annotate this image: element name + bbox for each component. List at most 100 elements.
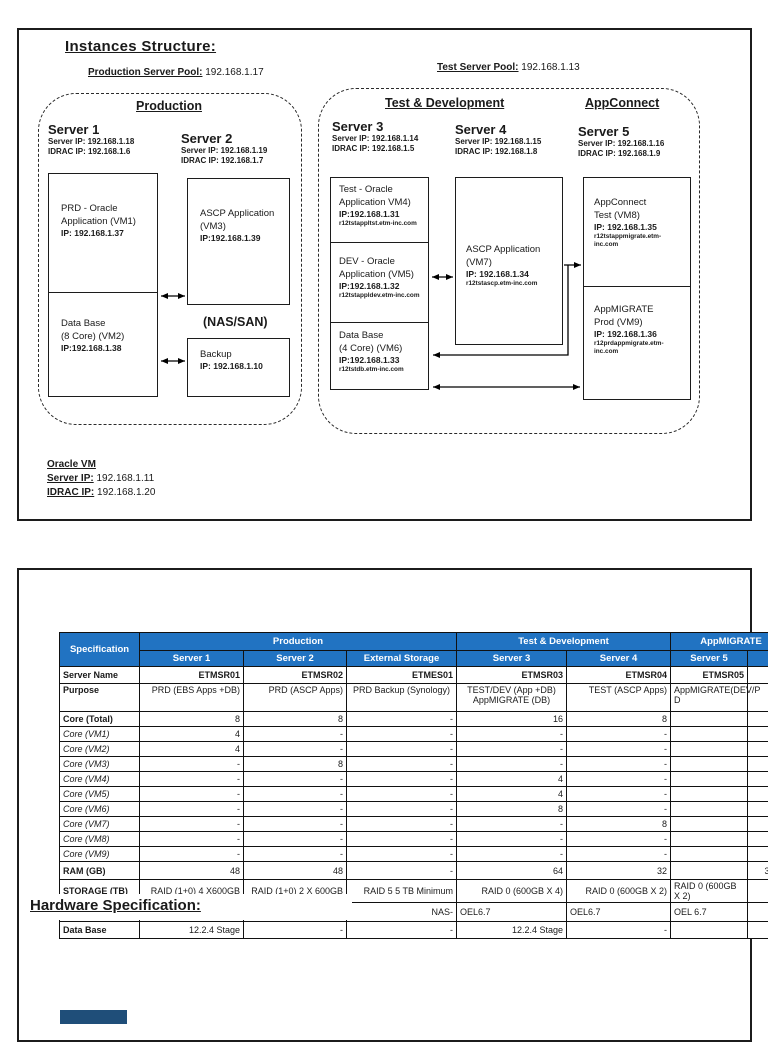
table-cell	[671, 832, 748, 847]
production-pool-ip: 192.168.1.17	[202, 67, 263, 78]
vm6-host: r12tstdb.etm-inc.com	[339, 366, 428, 374]
vm8-host: r12tstappmigrate.etm-inc.com	[594, 233, 674, 249]
testdev-zone-title: Test & Development	[385, 96, 504, 110]
table-cell	[671, 727, 748, 742]
table-cell	[671, 787, 748, 802]
table-cell: -	[140, 802, 244, 817]
table-cell: 64	[457, 862, 567, 880]
row-label-cell: Core (VM4)	[60, 772, 140, 787]
table-cell: -	[567, 802, 671, 817]
table-row: Core (VM4)---4-	[60, 772, 768, 787]
footer-accent-bar	[60, 1010, 127, 1024]
table-cell: 8	[457, 802, 567, 817]
server5-name: Server 5	[578, 124, 664, 139]
test-pool-line: Test Server Pool: 192.168.1.13	[437, 62, 580, 73]
table-row: Core (VM7)----8	[60, 817, 768, 832]
table-cell	[748, 832, 768, 847]
production-pool-line: Production Server Pool: 192.168.1.17	[88, 67, 264, 78]
row-label-cell: Core (VM9)	[60, 847, 140, 862]
table-cell	[671, 862, 748, 880]
table-cell: -	[244, 832, 347, 847]
group-header-cell: Test & Development	[457, 633, 671, 651]
column-header-cell: Server 5	[671, 651, 748, 667]
group-header-cell: AppMIGRATE	[671, 633, 768, 651]
server3-name: Server 3	[332, 119, 418, 134]
table-cell: 4	[457, 787, 567, 802]
hardware-spec-title: Hardware Specification:	[20, 894, 352, 920]
table-cell: TEST (ASCP Apps)	[567, 684, 671, 712]
appconnect-zone-title: AppConnect	[585, 96, 659, 110]
table-cell: -	[140, 847, 244, 862]
table-cell	[671, 802, 748, 817]
table-row: Core (VM8)-----	[60, 832, 768, 847]
vm1-line1: PRD - Oracle	[61, 202, 157, 215]
table-row: Core (VM5)---4-	[60, 787, 768, 802]
table-cell	[748, 772, 768, 787]
server2-name: Server 2	[181, 131, 267, 146]
table-cell: -	[244, 847, 347, 862]
table-cell	[671, 712, 748, 727]
table-cell	[748, 712, 768, 727]
table-cell: -	[347, 847, 457, 862]
vm6-ip: IP:192.168.1.33	[339, 355, 428, 366]
table-cell: -	[347, 832, 457, 847]
row-label-cell: Core (VM2)	[60, 742, 140, 757]
table-cell: -	[347, 742, 457, 757]
row-label-cell: Core (Total)	[60, 712, 140, 727]
table-cell: -	[140, 817, 244, 832]
table-cell: PRD (ASCP Apps)	[244, 684, 347, 712]
vm2-box: Data Base (8 Core) (VM2) IP:192.168.1.38	[48, 293, 158, 397]
vm9-box: AppMIGRATE Prod (VM9) IP: 192.168.1.36 r…	[583, 287, 691, 400]
table-cell: PRD Backup (Synology)	[347, 684, 457, 712]
table-cell	[748, 742, 768, 757]
row-label-cell: Core (VM8)	[60, 832, 140, 847]
vm7-host: r12tstascp.etm-inc.com	[466, 280, 562, 288]
table-cell: -	[140, 772, 244, 787]
server1-idrac: IDRAC IP: 192.168.1.6	[48, 147, 134, 157]
group-header-cell: Production	[140, 633, 457, 651]
vm8-line1: AppConnect	[594, 196, 690, 209]
table-cell: TEST/DEV (App +DB) AppMIGRATE (DB)	[457, 684, 567, 712]
vm6-line2: (4 Core) (VM6)	[339, 342, 428, 355]
server5-ip: Server IP: 192.168.1.16	[578, 139, 664, 149]
table-cell: -	[244, 817, 347, 832]
server4-ip: Server IP: 192.168.1.15	[455, 137, 541, 147]
column-header-cell: Server 2	[244, 651, 347, 667]
server2-ip: Server IP: 192.168.1.19	[181, 146, 267, 156]
server1-name: Server 1	[48, 122, 134, 137]
column-header-cell: Server 3	[457, 651, 567, 667]
table-cell: -	[567, 727, 671, 742]
table-cell	[748, 880, 768, 903]
table-cell: OEL 6.7	[671, 903, 748, 922]
vm8-box: AppConnect Test (VM8) IP: 192.168.1.35 r…	[583, 177, 691, 287]
column-header-cell	[748, 651, 768, 667]
table-cell	[671, 922, 748, 939]
table-cell: PRD (EBS Apps +DB)	[140, 684, 244, 712]
row-label-cell: Core (VM6)	[60, 802, 140, 817]
table-cell: -	[244, 802, 347, 817]
table-cell	[671, 772, 748, 787]
table-cell: 12.2.4 Stage	[457, 922, 567, 939]
server3-ip: Server IP: 192.168.1.14	[332, 134, 418, 144]
row-label-cell: Core (VM1)	[60, 727, 140, 742]
vm3-line2: (VM3)	[200, 220, 289, 233]
table-cell: OEL6.7	[567, 903, 671, 922]
table-cell	[671, 847, 748, 862]
table-cell: 12.2.4 Stage	[140, 922, 244, 939]
table-row: Core (VM3)-8---	[60, 757, 768, 772]
table-cell: 4	[457, 772, 567, 787]
vm1-ip: IP: 192.168.1.37	[61, 228, 157, 239]
vm9-line1: AppMIGRATE	[594, 303, 690, 316]
vm1-line2: Application (VM1)	[61, 215, 157, 228]
server1-ip: Server IP: 192.168.1.18	[48, 137, 134, 147]
table-cell: 8	[567, 817, 671, 832]
production-zone-title: Production	[38, 99, 300, 113]
table-cell: 4	[140, 727, 244, 742]
vm2-ip: IP:192.168.1.38	[61, 343, 157, 354]
vm1-box: PRD - Oracle Application (VM1) IP: 192.1…	[48, 173, 158, 293]
vm5-ip: IP:192.168.1.32	[339, 281, 428, 292]
table-cell: NAS-	[347, 903, 457, 922]
